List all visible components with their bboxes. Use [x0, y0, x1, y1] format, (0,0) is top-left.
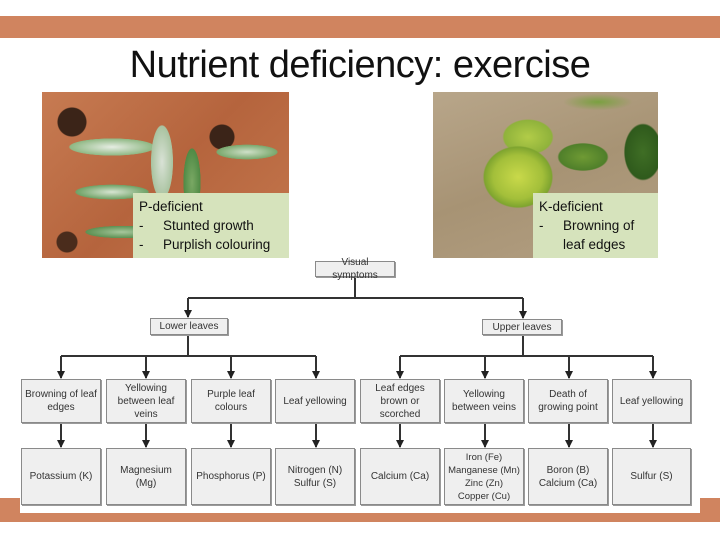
node-upper-leaves: Upper leaves [482, 319, 562, 335]
symptom-node: Leaf yellowing [275, 379, 355, 423]
nutrient-node: Calcium (Ca) [360, 448, 440, 505]
symptom-node: Purple leaf colours [191, 379, 271, 423]
label-title: P-deficient [139, 199, 203, 214]
symptom-node: Yellowing between veins [444, 379, 524, 423]
photo-label-k-deficient: K-deficient -Browning of leaf edges [533, 193, 658, 258]
label-bullet: -Browning of [539, 218, 635, 233]
symptom-node: Leaf yellowing [612, 379, 691, 423]
symptom-node: Yellowing between leaf veins [106, 379, 186, 423]
nutrient-node: Iron (Fe) Manganese (Mn) Zinc (Zn) Coppe… [444, 448, 524, 505]
label-bullet: leaf edges [563, 237, 626, 252]
label-bullet: -Stunted growth [139, 218, 254, 233]
nutrient-node: Boron (B) Calcium (Ca) [528, 448, 608, 505]
photo-label-p-deficient: P-deficient -Stunted growth -Purplish co… [133, 193, 289, 258]
symptom-node: Browning of leaf edges [21, 379, 101, 423]
symptom-node: Death of growing point [528, 379, 608, 423]
label-bullet: -Purplish colouring [139, 237, 271, 252]
nutrient-node: Magnesium (Mg) [106, 448, 186, 505]
node-visual-symptoms: Visual symptoms [315, 257, 395, 281]
top-accent-bar [0, 16, 720, 38]
label-title: K-deficient [539, 199, 603, 214]
node-lower-leaves: Lower leaves [150, 318, 228, 335]
nutrient-node: Nitrogen (N) Sulfur (S) [275, 448, 355, 505]
nutrient-node: Phosphorus (P) [191, 448, 271, 505]
symptom-node: Leaf edges brown or scorched [360, 379, 440, 423]
nutrient-node: Potassium (K) [21, 448, 101, 505]
slide-title: Nutrient deficiency: exercise [129, 44, 591, 86]
nutrient-node: Sulfur (S) [612, 448, 691, 505]
